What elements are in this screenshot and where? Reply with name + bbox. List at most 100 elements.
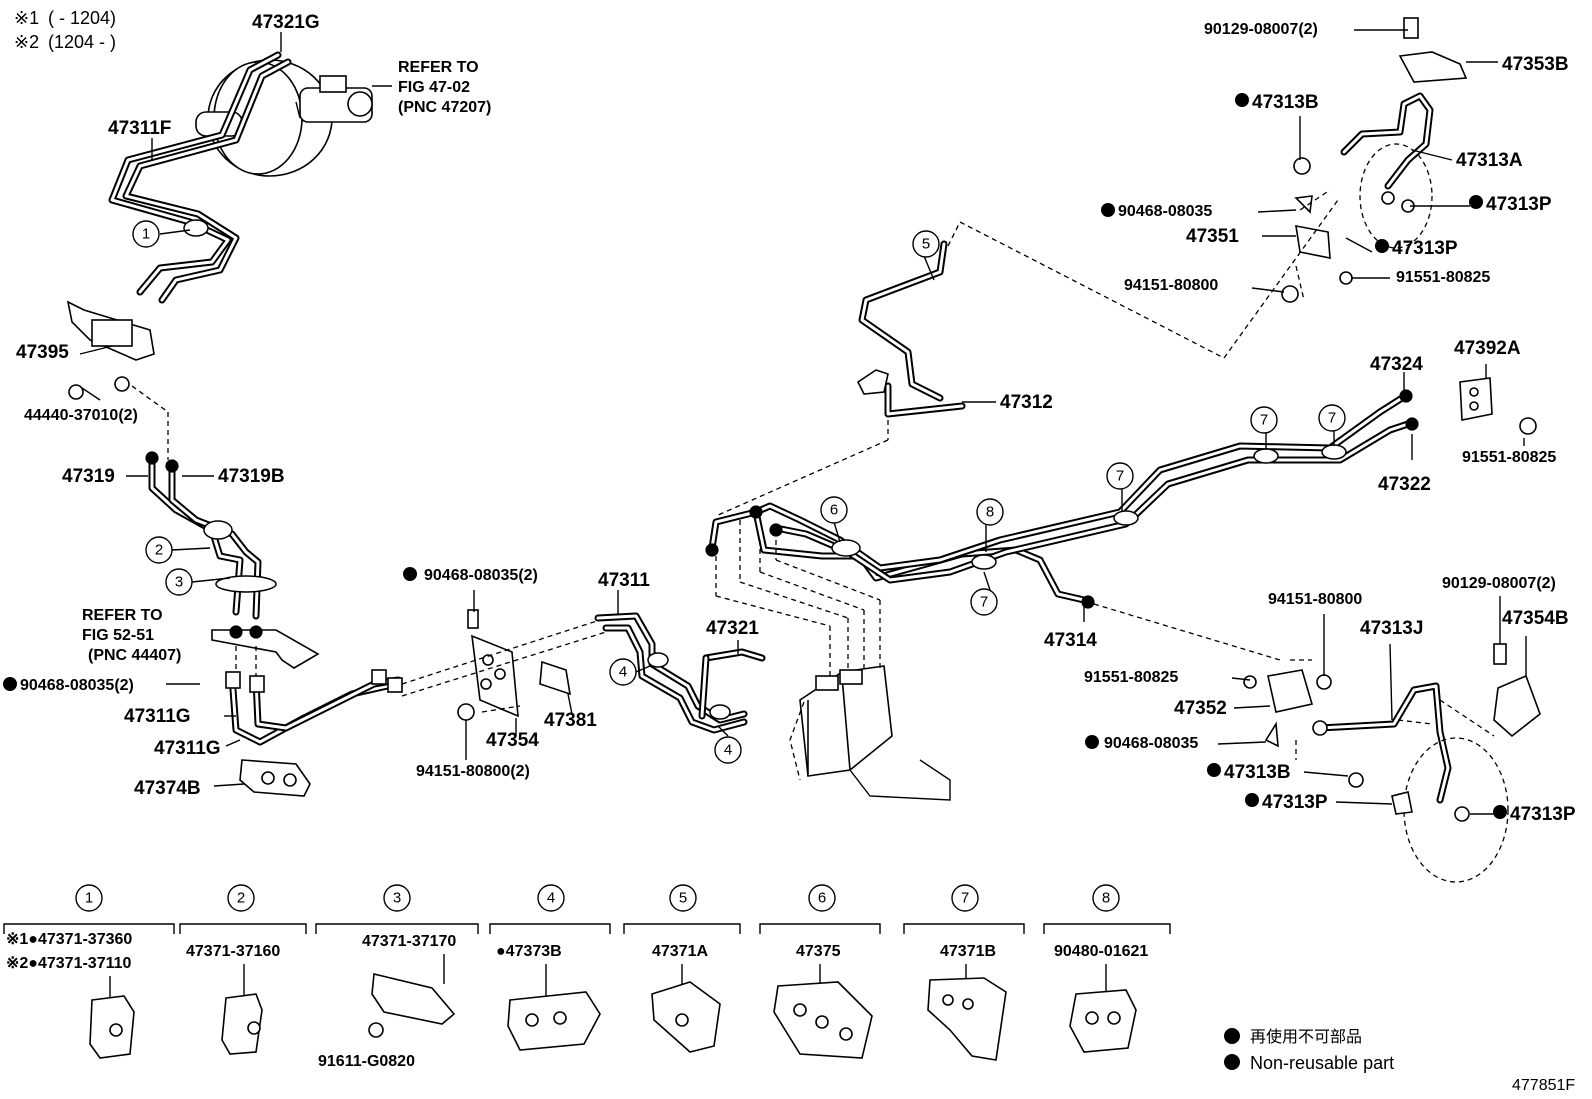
legend-num-6: 6 [818,890,826,907]
label-94151-80800-right: 94151-80800 [1268,591,1362,608]
label-44440-37010: 44440-37010(2) [24,407,138,424]
legend-item-4: 4 ●47373B [489,884,611,1051]
legend-1-line1: ※1●47371-37360 [6,931,132,948]
bracket-refer-52-51 [211,625,320,669]
figure-code: 477851F [1512,1077,1575,1094]
legend-item-7: 7 47371B [903,884,1025,1061]
label-90468-08035-top: 90468-08035 [1118,203,1212,220]
legend-item-1: 1 ※1●47371-37360 ※2●47371-37110 [3,884,175,1059]
callout-4b: 4 [724,742,732,759]
ref-1-line1: REFER TO [398,59,479,76]
label-47313B-low: 47313B [1224,762,1291,783]
callouts: 1 2 3 4 4 5 6 7 7 7 7 8 [132,220,1346,764]
label-47319B: 47319B [218,466,285,487]
footnote-dot-jp [1224,1028,1240,1044]
note-2-range: (1204 - ) [48,32,116,52]
label-47313P-low2: 47313P [1510,804,1576,825]
callout-7a: 7 [1116,468,1124,485]
footnote-jp: 再使用不可部品 [1250,1027,1362,1046]
label-47311: 47311 [598,570,650,591]
legend-item-8: 8 90480-01621 [1043,884,1171,1053]
clamp-47374B [239,759,311,797]
label-91551-80825-low: 91551-80825 [1084,669,1178,686]
legend-num-8: 8 [1102,890,1110,907]
label-47381: 47381 [544,710,597,731]
callout-3: 3 [175,574,183,591]
pipes-47319 [145,451,277,620]
pipe-47322-47324 [749,389,1419,584]
legend-4-line1: ●47373B [496,943,562,960]
label-47313P-low1: 47313P [1262,792,1328,813]
label-47354B: 47354B [1502,608,1569,629]
ref-2-line3: (PNC 44407) [88,647,181,664]
legend-8-line1: 90480-01621 [1054,943,1148,960]
part-labels: 47321G REFER TO FIG 47-02 (PNC 47207) 47… [3,12,1576,825]
non-reusable-dot [1493,805,1507,819]
label-47395: 47395 [16,342,69,363]
legend-num-2: 2 [237,890,245,907]
callout-6: 6 [830,502,838,519]
label-47313B-top: 47313B [1252,92,1319,113]
hose-47313A-assembly [1281,17,1468,303]
legend-3-line2: 91611-G0820 [318,1053,415,1070]
pipe-47311 [594,612,748,734]
legend-3-line1: 47371-37170 [362,933,456,950]
non-reusable-dot [1235,93,1249,107]
callout-5: 5 [922,236,930,253]
non-reusable-dot [1207,763,1221,777]
label-90468-08035-left: 90468-08035(2) [20,677,134,694]
legend-6-line1: 47375 [796,943,841,960]
label-47392A: 47392A [1454,338,1521,359]
label-90129-08007-right: 90129-08007(2) [1442,575,1556,592]
label-47353B: 47353B [1502,54,1569,75]
callout-2: 2 [155,542,163,559]
brake-booster-drawing [195,59,373,177]
label-47321G: 47321G [252,12,320,33]
non-reusable-dot [3,677,17,691]
legend-num-3: 3 [393,890,401,907]
legend-item-6: 6 47375 [759,884,881,1059]
legend-num-4: 4 [547,890,555,907]
hose-47313J-assembly [1243,643,1541,883]
pipes-47311G [225,669,403,746]
legend-5-line1: 47371A [652,943,708,960]
bracket-47392A [1459,377,1537,435]
label-94151-80800-mid: 94151-80800(2) [416,763,530,780]
label-47374B: 47374B [134,778,201,799]
non-reusable-dot [403,567,417,581]
label-47311G-a: 47311G [124,706,191,727]
pipe-47311F [108,51,292,304]
legend-num-1: 1 [85,890,93,907]
note-1-mark: ※1 [14,8,39,28]
legend-1-line2: ※2●47371-37110 [6,955,132,972]
non-reusable-dot [1375,239,1389,253]
ref-2-line1: REFER TO [82,607,163,624]
pipe-47312 [856,240,966,418]
bracket-47354 [457,609,572,721]
label-91551-80825-right: 91551-80825 [1462,449,1556,466]
label-90129-08007-top: 90129-08007(2) [1204,21,1318,38]
callout-1: 1 [142,226,150,243]
footnote-en: Non-reusable part [1250,1053,1394,1073]
bracket-47395 [66,300,155,400]
label-90468-08035-mid: 90468-08035(2) [424,567,538,584]
legend-num-5: 5 [679,890,687,907]
ref-1-line2: FIG 47-02 [398,79,470,96]
leader-lines [79,29,1527,815]
footnote-dot-en [1224,1054,1240,1070]
legend-item-5: 5 47371A [623,884,741,1053]
legend-num-7: 7 [961,890,969,907]
label-90468-08035-low: 90468-08035 [1104,735,1198,752]
clamp-legend: 1 ※1●47371-37360 ※2●47371-37110 2 47371-… [3,884,1171,1070]
callout-7b: 7 [1260,412,1268,429]
label-47351: 47351 [1186,226,1239,247]
legend-item-3: 3 47371-37170 91611-G0820 [315,884,479,1070]
label-94151-80800-top: 94151-80800 [1124,277,1218,294]
label-47311G-b: 47311G [154,738,221,759]
pipe-47321 [698,648,766,720]
footnote: 再使用不可部品 Non-reusable part 477851F [1224,1027,1575,1094]
label-47319: 47319 [62,466,115,487]
callout-7d: 7 [980,594,988,611]
callout-8: 8 [986,504,994,521]
